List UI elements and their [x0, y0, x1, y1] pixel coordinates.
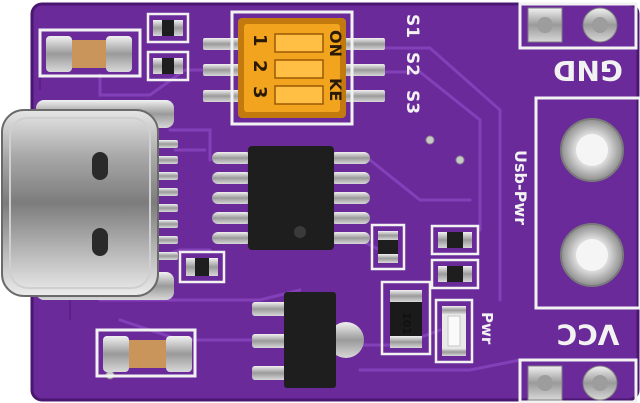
dip-switch-ke-label: KE [326, 78, 345, 102]
dip-switch-toggle-3[interactable] [274, 85, 324, 105]
smd-resistor-101 [380, 280, 432, 356]
dip-switch-on-label: ON [326, 30, 345, 57]
silk-label-pwr: Pwr [478, 312, 496, 345]
silk-label-s2: S2 [402, 52, 422, 77]
capacitor-bottom-left [95, 328, 197, 378]
silk-label-usb-pwr: Usb-Pwr [511, 150, 530, 226]
smd-resistor-right-2 [430, 258, 480, 290]
smd-resistor-top-1 [146, 12, 190, 44]
dip-switch-toggle-1[interactable] [274, 33, 324, 53]
dip-switch-position-3: 3 [249, 86, 270, 99]
voltage-regulator [252, 292, 364, 388]
smd-capacitor-mid [370, 223, 406, 271]
silk-label-gnd: GND [553, 54, 623, 87]
resistor-marking: 101 [400, 312, 413, 335]
smd-resistor-top-2 [146, 50, 190, 82]
dip-switch-position-1: 1 [249, 34, 270, 47]
silk-label-s1: S1 [402, 14, 422, 39]
vcc-header[interactable] [518, 358, 638, 403]
capacitor-top-left [38, 28, 142, 78]
dip-switch[interactable] [203, 10, 385, 126]
smd-resistor-bottom-usb [178, 250, 226, 284]
dip-switch-toggle-2[interactable] [274, 59, 324, 79]
power-hole-1[interactable] [560, 118, 624, 182]
silk-label-s3: S3 [402, 90, 422, 115]
usb-c-connector[interactable] [1, 100, 178, 300]
soic-ic-chip [212, 146, 370, 250]
smd-resistor-right-1 [430, 224, 480, 256]
power-hole-2[interactable] [560, 223, 624, 287]
silk-label-vcc: VCC [556, 318, 620, 351]
usb-pwr-outline [534, 96, 640, 310]
power-led [434, 298, 474, 364]
gnd-header[interactable] [518, 2, 638, 50]
dip-switch-position-2: 2 [249, 60, 270, 73]
